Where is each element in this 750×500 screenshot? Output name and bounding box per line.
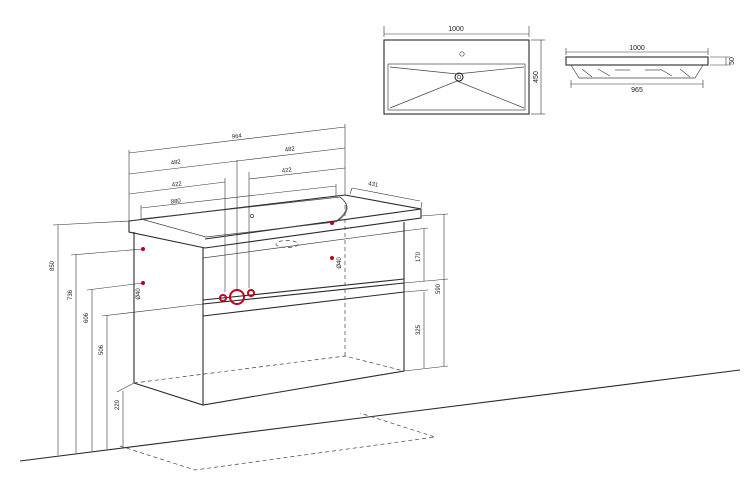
dim-590-label: 590 (436, 283, 442, 294)
dim-431-label: 431 (368, 181, 380, 189)
basin-drain (275, 240, 299, 248)
water-inlet-right-marker (247, 289, 255, 297)
dim-220-label: 220 (115, 399, 121, 410)
water-inlet-left-marker (219, 294, 227, 302)
main-top-dimensions: 964 482 482 422 422 880 431 (128, 124, 423, 292)
tap-hole (250, 214, 254, 218)
main-right-dimensions: 590 170 325 (403, 213, 449, 372)
dim-964-label: 964 (232, 133, 243, 140)
dim-325-label: 325 (416, 324, 422, 335)
dim-506-label: 506 (99, 344, 105, 355)
dim-606-label: 606 (84, 312, 90, 323)
top-view-drain (454, 72, 464, 82)
floor-and-wall (19, 369, 741, 471)
top-view: 1000 450 (383, 26, 545, 115)
pipe-right-label: Ø40 (337, 257, 343, 269)
pipe-left-label: Ø40 (136, 288, 142, 300)
vanity-cabinet (128, 194, 422, 406)
dim-422-left-label: 422 (172, 181, 183, 188)
marker-right-lower (330, 256, 334, 260)
main-left-dimensions: 850 736 606 506 220 (50, 220, 204, 455)
dim-170-label: 170 (416, 251, 422, 262)
dim-736-label: 736 (68, 289, 74, 300)
side-view-width-label: 1000 (629, 45, 645, 52)
dim-850-label: 850 (50, 260, 56, 271)
side-view-bowl-width-label: 965 (631, 87, 643, 94)
side-view-height-label: 50 (729, 57, 736, 65)
side-view: 1000 965 50 (565, 45, 736, 94)
dim-422-right-label: 422 (282, 167, 293, 174)
top-view-width-label: 1000 (448, 26, 464, 33)
marker-right-upper (330, 221, 334, 225)
dim-482-left-label: 482 (171, 159, 182, 166)
dim-880-label: 880 (171, 198, 182, 205)
top-view-tap-hole (459, 51, 465, 57)
top-view-depth-label: 450 (533, 71, 540, 83)
dim-482-right-label: 482 (285, 146, 296, 153)
